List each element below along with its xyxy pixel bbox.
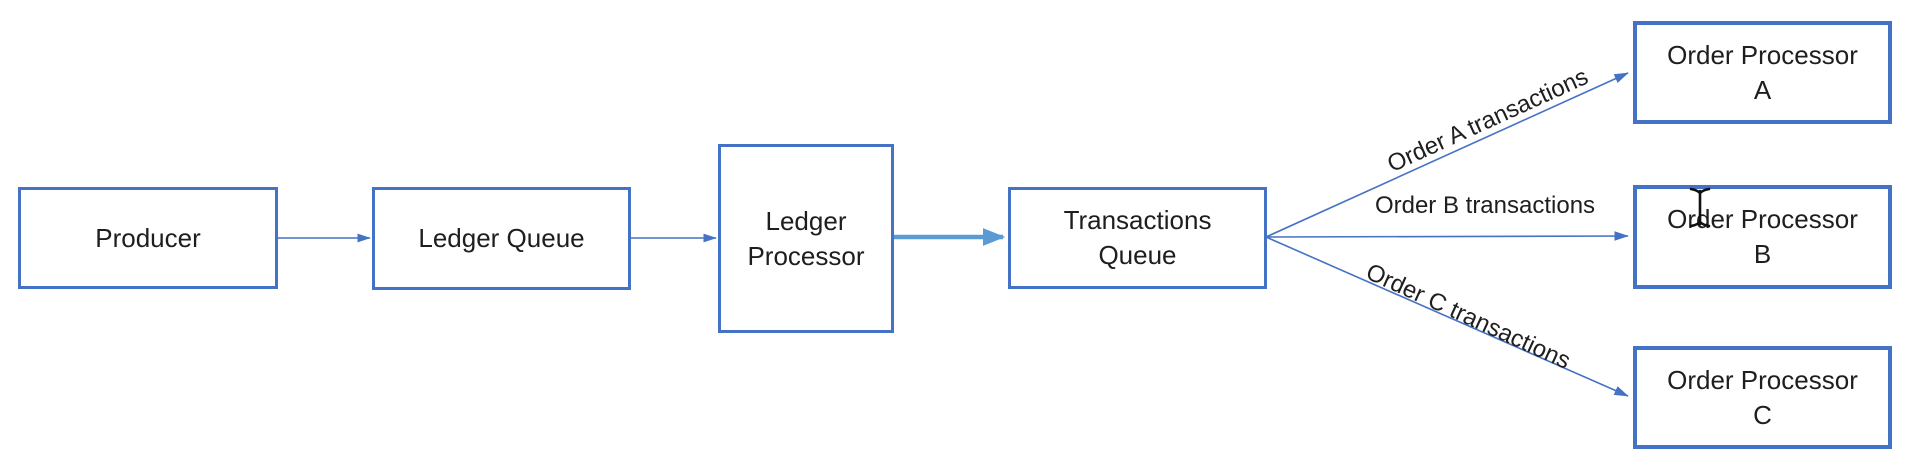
node-ledger-processor-label-line2: Processor — [747, 240, 865, 271]
node-producer-label: Producer — [95, 222, 201, 253]
arrow-transactions-queue-to-order-c — [1265, 236, 1629, 397]
node-order-processor-a[interactable]: Order Processor A — [1633, 21, 1892, 124]
node-ledger-queue[interactable]: Ledger Queue — [372, 187, 631, 290]
node-order-processor-b[interactable]: Order Processor B — [1633, 185, 1892, 289]
node-order-processor-c-label-line1: Order Processor — [1667, 364, 1858, 395]
node-order-processor-c-label-line2: C — [1753, 399, 1772, 430]
node-ledger-processor-label-line1: Ledger — [765, 205, 847, 236]
node-order-processor-b-label-line1: Order Processor — [1667, 204, 1858, 234]
node-producer[interactable]: Producer — [18, 187, 278, 289]
node-order-processor-a-label-line2: A — [1753, 74, 1772, 105]
arrow-transactions-queue-to-order-a — [1265, 72, 1629, 238]
node-order-processor-a-label-line1: Order Processor — [1667, 39, 1858, 70]
node-ledger-queue-label: Ledger Queue — [418, 223, 585, 253]
arrow-transactions-queue-to-order-b — [1265, 231, 1629, 241]
node-transactions-queue-label-line2: Queue — [1098, 240, 1177, 270]
edge-label-order-b-transactions[interactable]: Order B transactions — [1374, 192, 1596, 219]
node-ledger-processor[interactable]: Ledger Processor — [718, 144, 894, 333]
node-order-processor-c[interactable]: Order Processor C — [1633, 346, 1892, 449]
node-order-processor-b-label-line2: B — [1753, 239, 1772, 269]
node-transactions-queue-label-line1: Transactions — [1063, 205, 1212, 235]
node-transactions-queue[interactable]: Transactions Queue — [1008, 187, 1267, 289]
